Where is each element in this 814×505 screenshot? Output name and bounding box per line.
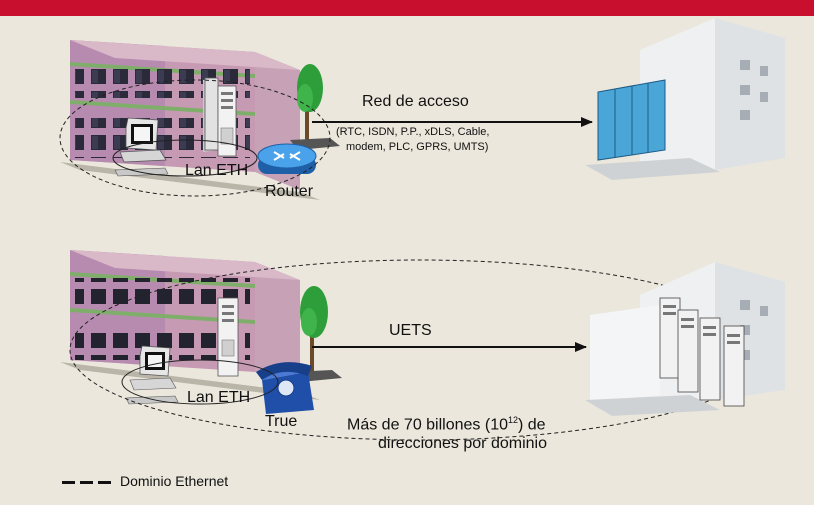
address-note-suffix: ) de <box>518 416 546 434</box>
router-label: Router <box>265 183 314 200</box>
address-note-prefix: Más de 70 billones (10 <box>347 416 508 434</box>
legend-label: Dominio Ethernet <box>120 473 229 489</box>
office-building-bottom <box>60 250 320 400</box>
access-tech-line-2: modem, PLC, GPRS, UMTS) <box>346 141 489 153</box>
uets-label: UETS <box>389 322 432 339</box>
provider-building-top <box>585 18 785 180</box>
phone-label: True <box>265 413 298 430</box>
lan-label-top: Lan ETH <box>185 162 249 179</box>
address-note-line-1: Más de 70 billones (1012) de <box>347 415 546 434</box>
access-network-label: Red de acceso <box>362 93 469 110</box>
workstation-bottom <box>125 345 179 405</box>
server-tower-top <box>203 77 237 157</box>
lan-loop-bottom <box>121 359 279 405</box>
address-note-line-2: direcciones por dominio <box>378 435 547 452</box>
legend-dash-symbol <box>62 481 111 484</box>
address-note-exponent: 12 <box>507 415 518 425</box>
server-rack-group <box>659 297 745 407</box>
server-tower-bottom <box>217 297 239 377</box>
workstation-top <box>114 117 169 177</box>
lan-domain-top <box>59 79 331 197</box>
phone-icon <box>256 362 314 414</box>
access-tech-line-1: (RTC, ISDN, P.P., xDLS, Cable, <box>336 126 490 138</box>
header-bar <box>0 0 814 16</box>
router-icon <box>257 143 317 174</box>
lan-loop-top <box>112 139 258 177</box>
lan-label-bottom: Lan ETH <box>187 389 251 406</box>
